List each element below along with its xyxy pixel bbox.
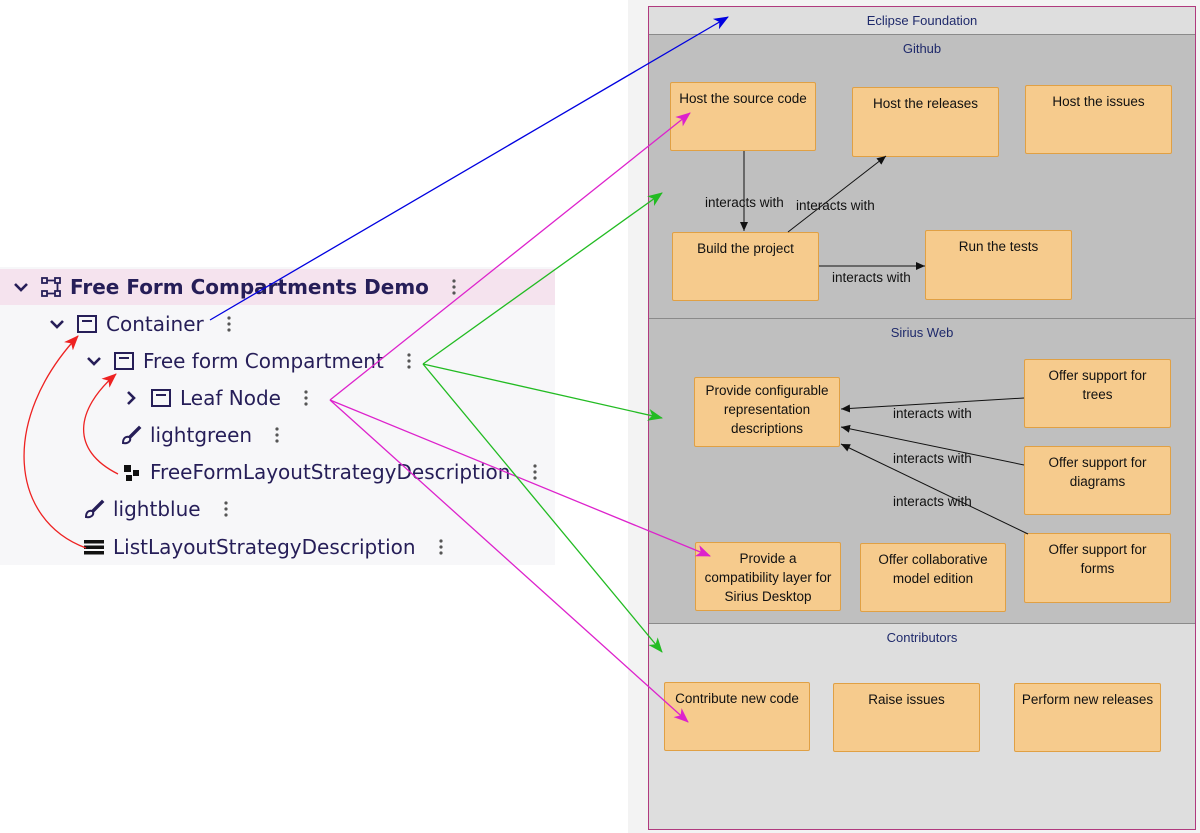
- more-vert-icon[interactable]: [532, 462, 538, 482]
- node-raise-issues[interactable]: Raise issues: [833, 683, 980, 752]
- edge-label: interacts with: [893, 406, 972, 421]
- node-support-diagrams[interactable]: Offer support for diagrams: [1024, 446, 1171, 515]
- node-support-trees[interactable]: Offer support for trees: [1024, 359, 1171, 428]
- container-title: Eclipse Foundation: [866, 13, 978, 28]
- tree-item-container[interactable]: Container: [46, 306, 232, 342]
- more-vert-icon[interactable]: [438, 537, 444, 557]
- chevron-right-icon[interactable]: [120, 387, 142, 409]
- container-title: Github: [902, 41, 942, 56]
- chevron-down-icon[interactable]: [10, 276, 32, 298]
- tree-item-lightgreen[interactable]: lightgreen: [120, 417, 280, 453]
- free-form-layout-icon: [124, 465, 139, 481]
- tree-item-lightblue[interactable]: lightblue: [83, 491, 229, 527]
- container-title: Contributors: [886, 630, 958, 645]
- more-vert-icon[interactable]: [303, 388, 309, 408]
- edge-label: interacts with: [893, 494, 972, 509]
- edge-label: interacts with: [832, 270, 911, 285]
- node-run-tests[interactable]: Run the tests: [925, 230, 1072, 300]
- container-title: Sirius Web: [890, 325, 954, 340]
- tree-item-free-form-compartments-demo[interactable]: Free Form Compartments Demo: [0, 269, 555, 305]
- brush-icon: [84, 499, 105, 519]
- explorer-tree: Free Form Compartments Demo Container Fr…: [0, 267, 555, 565]
- list-layout-icon: [84, 540, 104, 555]
- edge-label: interacts with: [796, 198, 875, 213]
- more-vert-icon[interactable]: [406, 351, 412, 371]
- more-vert-icon[interactable]: [223, 499, 229, 519]
- more-vert-icon[interactable]: [451, 277, 457, 297]
- node-host-source-code[interactable]: Host the source code: [670, 82, 816, 151]
- tree-item-label: lightgreen: [150, 423, 253, 447]
- tree-item-free-form-compartment[interactable]: Free form Compartment: [83, 343, 412, 379]
- chevron-down-icon[interactable]: [83, 350, 105, 372]
- node-contribute-code[interactable]: Contribute new code: [664, 682, 810, 751]
- tree-item-list-layout-strategy[interactable]: ListLayoutStrategyDescription: [83, 529, 444, 565]
- node-icon: [114, 352, 134, 370]
- tree-item-label: Free form Compartment: [143, 349, 384, 373]
- tree-item-free-form-layout-strategy[interactable]: FreeFormLayoutStrategyDescription: [120, 454, 538, 490]
- node-build-project[interactable]: Build the project: [672, 232, 819, 301]
- node-compatibility-layer[interactable]: Provide a compatibility layer for Sirius…: [695, 542, 841, 611]
- tree-item-label: Free Form Compartments Demo: [70, 275, 429, 299]
- brush-icon: [121, 425, 142, 445]
- tree-item-label: Leaf Node: [180, 386, 281, 410]
- edge-label: interacts with: [705, 195, 784, 210]
- tree-item-label: ListLayoutStrategyDescription: [113, 535, 416, 559]
- node-support-forms[interactable]: Offer support for forms: [1024, 533, 1171, 603]
- tree-item-label: lightblue: [113, 497, 201, 521]
- edge-label: interacts with: [893, 451, 972, 466]
- node-configurable-representation[interactable]: Provide configurable representation desc…: [694, 377, 840, 447]
- node-icon: [77, 315, 97, 333]
- tree-item-label: Container: [106, 312, 204, 336]
- more-vert-icon[interactable]: [274, 425, 280, 445]
- tree-item-label: FreeFormLayoutStrategyDescription: [150, 460, 511, 484]
- node-icon: [151, 389, 171, 407]
- node-collaborative-edition[interactable]: Offer collaborative model edition: [860, 543, 1006, 612]
- node-perform-releases[interactable]: Perform new releases: [1014, 683, 1161, 752]
- more-vert-icon[interactable]: [226, 314, 232, 334]
- node-host-releases[interactable]: Host the releases: [852, 87, 999, 157]
- diagram-icon: [41, 277, 61, 297]
- chevron-down-icon[interactable]: [46, 313, 68, 335]
- tree-item-leaf-node[interactable]: Leaf Node: [120, 380, 309, 416]
- node-host-issues[interactable]: Host the issues: [1025, 85, 1172, 154]
- diagram-canvas: Eclipse Foundation Github Sirius Web Con…: [628, 0, 1200, 833]
